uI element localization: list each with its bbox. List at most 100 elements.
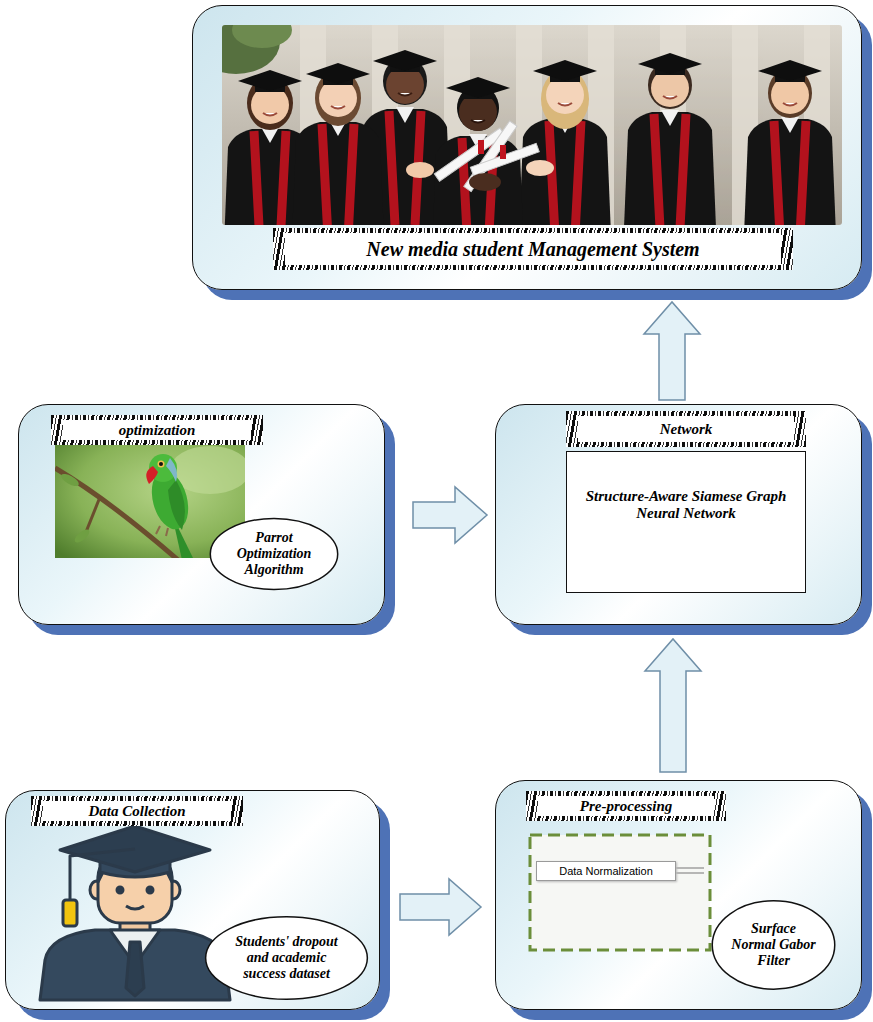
box-heading: optimization: [119, 422, 196, 439]
graduate: [651, 69, 689, 107]
graduate: [247, 76, 293, 130]
graduate: [550, 73, 580, 82]
graduate: [768, 68, 812, 118]
graduate: [775, 73, 805, 82]
brush-banner: Network: [566, 411, 806, 447]
parrot-photo: [55, 445, 245, 558]
graduate: [292, 63, 384, 225]
parrot-photo: [86, 497, 100, 532]
graduate: [648, 61, 692, 109]
graduate: [263, 113, 277, 116]
graduate: [771, 76, 809, 114]
building-columns: [588, 25, 614, 225]
box-heading: New media student Management System: [366, 238, 699, 260]
parrot-photo: [55, 468, 178, 558]
student-icon: [120, 912, 150, 932]
data-collection-box: Students' dropout and academic success d…: [5, 790, 380, 1010]
student-icon: [98, 855, 172, 923]
text-holder: Surface Normal Gabor Filter: [727, 921, 820, 969]
student-icon: [166, 881, 180, 899]
brush-banner: Pre-processing: [526, 791, 726, 821]
parrot-photo: [156, 526, 168, 536]
banner-ground: optimization: [63, 420, 251, 440]
brush-banner: Data Collection: [31, 796, 243, 826]
graduate: [654, 114, 686, 225]
step-box: Data Normalization: [536, 861, 676, 881]
student-icon: [40, 826, 230, 1000]
graduate: [546, 76, 584, 114]
box-heading: Network: [660, 421, 713, 438]
graduate: [238, 70, 302, 91]
graduate: [655, 66, 685, 75]
graduate: [386, 66, 424, 104]
student-icon: [98, 850, 172, 882]
diplomas: [464, 121, 517, 192]
diplomas: [526, 160, 554, 176]
parrot-photo: [59, 472, 80, 489]
parrot-photo: [149, 454, 177, 482]
graduate: [457, 85, 499, 131]
node-label: Parrot Optimization Algorithm: [226, 530, 322, 578]
parrot-photo: [172, 515, 194, 558]
node-label: Surface Normal Gabor Filter: [727, 921, 820, 969]
graduate: [624, 112, 716, 225]
graduate: [463, 90, 493, 99]
graduate: [638, 53, 702, 74]
building-columns: [804, 25, 830, 225]
dataset-oval: Students' dropout and academic success d…: [204, 915, 369, 1001]
graduate: [549, 121, 581, 225]
graduates-photo: [222, 25, 842, 225]
graduate: [323, 76, 353, 85]
graduate: [774, 121, 806, 225]
student-icon: [110, 930, 160, 965]
dashed-frame: [530, 835, 710, 950]
building-columns: [300, 25, 326, 225]
graduate: [383, 57, 427, 105]
student-icon: [40, 930, 230, 1000]
student-icon: [90, 881, 104, 899]
graduate: [398, 93, 412, 96]
student-icon: [126, 906, 144, 909]
parrot-photo: [55, 445, 245, 558]
student-icon: [100, 856, 170, 877]
graduate: [446, 77, 510, 98]
graduate: [373, 50, 437, 71]
graduate: [255, 83, 285, 92]
student-icon: [60, 826, 210, 872]
step-label: Data Normalization: [559, 865, 653, 878]
graduate: [329, 120, 347, 136]
system-box: New media student Management System: [192, 5, 862, 290]
parrot-photo: [166, 458, 177, 482]
graduate: [390, 63, 420, 72]
graduate: [744, 60, 836, 225]
graduate: [541, 69, 589, 129]
block-arrow: [413, 487, 487, 543]
graduate: [331, 106, 345, 109]
banner-ground: Data Collection: [43, 801, 231, 821]
graduate: [389, 111, 421, 225]
graduate: [306, 63, 370, 84]
student-icon: [63, 900, 77, 926]
graduate: [261, 127, 279, 143]
graduate: [459, 93, 497, 131]
parrot-photo: [168, 480, 185, 530]
brush-banner: optimization: [51, 415, 263, 445]
graduate: [432, 77, 524, 225]
text-holder: Structure-Aware Siamese Graph Neural Net…: [577, 488, 795, 523]
oval-outline: [712, 901, 835, 989]
graduate: [519, 60, 611, 225]
graduate: [519, 119, 611, 225]
diplomas: [434, 128, 505, 181]
parrot-photo: [170, 446, 245, 494]
graduate: [663, 96, 677, 99]
parrot-photo: [158, 461, 165, 468]
dashed-frame: [530, 835, 710, 950]
graduate: [558, 103, 572, 106]
network-box: Structure-Aware Siamese Graph Neural Net…: [495, 404, 862, 625]
parrot-photo: [73, 527, 92, 545]
graduate: [624, 53, 716, 225]
node-label: Students' dropout and academic success d…: [225, 934, 347, 982]
graduate: [292, 122, 384, 225]
graduate: [533, 60, 597, 81]
